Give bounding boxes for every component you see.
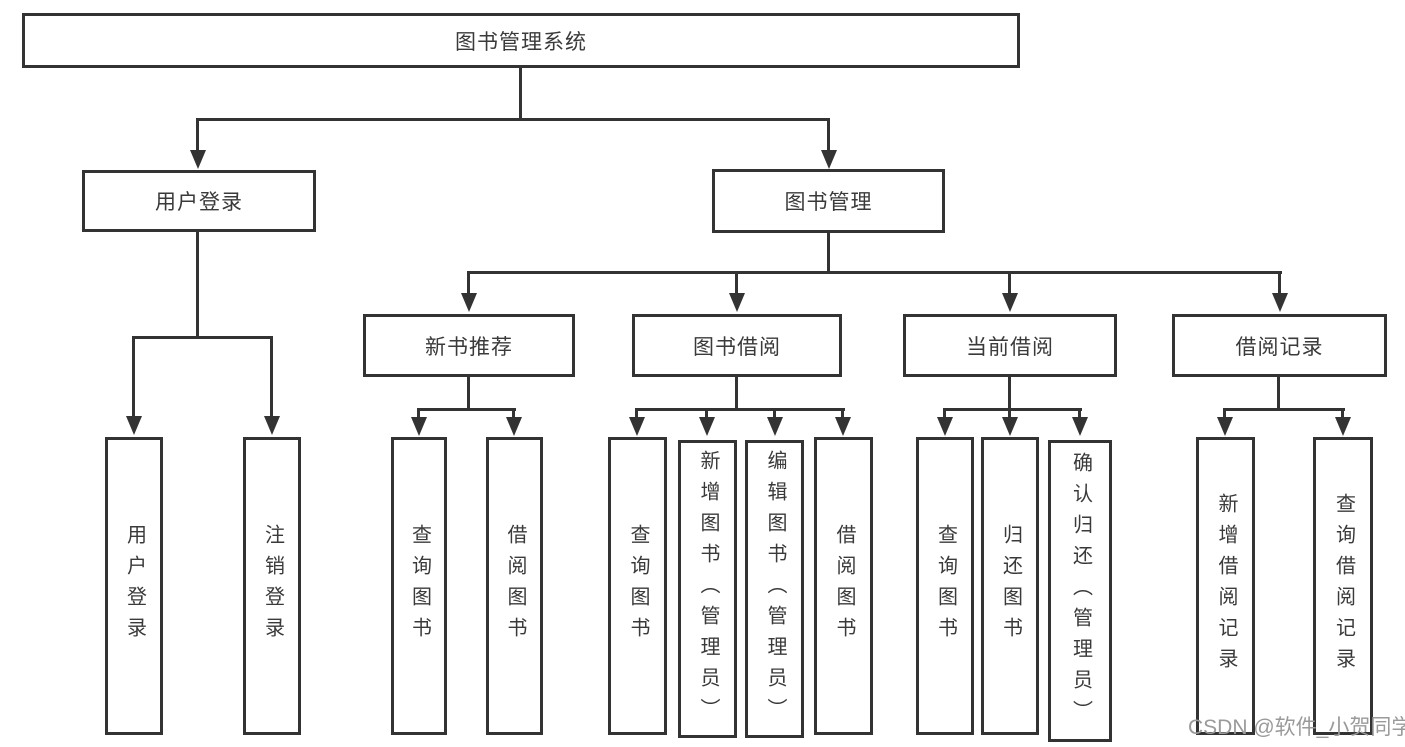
leaf-label: 查询图书: [627, 524, 649, 648]
leaf-label: 归还图书: [999, 524, 1022, 648]
connector-stem: [1223, 410, 1226, 421]
connector-vline: [519, 68, 522, 120]
connector-stem: [467, 273, 470, 297]
connector-stem: [705, 410, 708, 421]
arrowhead-down-icon: [937, 417, 953, 436]
arrowhead-down-icon: [461, 293, 477, 312]
connector-stem: [1278, 273, 1281, 297]
connector-vline: [827, 233, 830, 271]
csdn-watermark: CSDN @软件_小贺同学: [1188, 716, 1405, 739]
arrowhead-down-icon: [835, 417, 851, 436]
leaf-query-book-recommend: 查询图书: [391, 437, 447, 735]
arrowhead-down-icon: [629, 417, 645, 436]
leaf-borrow-book-recommend: 借阅图书: [486, 437, 543, 735]
connector-stem: [132, 338, 135, 420]
connector-stem: [773, 410, 776, 421]
connector-stem: [735, 273, 738, 297]
connector-hline: [196, 118, 830, 121]
node-book-borrow: 图书借阅: [632, 314, 842, 377]
arrowhead-down-icon: [126, 416, 142, 435]
arrowhead-down-icon: [1272, 293, 1288, 312]
leaf-label: 新增图书（管理员）: [697, 449, 719, 729]
leaf-label: 查询图书: [408, 524, 431, 648]
leaf-label: 注销登录: [261, 524, 284, 648]
leaf-user-login: 用户登录: [105, 437, 163, 735]
connector-stem: [943, 410, 946, 421]
arrowhead-down-icon: [1002, 293, 1018, 312]
connector-stem: [635, 410, 638, 421]
connector-stem: [1341, 410, 1344, 421]
arrowhead-down-icon: [699, 417, 715, 436]
connector-stem: [270, 338, 273, 420]
leaf-logout-login: 注销登录: [243, 437, 301, 735]
connector-vline: [735, 377, 738, 408]
leaf-label: 查询借阅记录: [1332, 493, 1355, 679]
connector-hline: [417, 408, 516, 411]
connector-stem: [1008, 410, 1011, 421]
connector-hline: [635, 408, 845, 411]
arrowhead-down-icon: [190, 150, 206, 169]
leaf-query-borrow-record: 查询借阅记录: [1313, 437, 1373, 735]
arrowhead-down-icon: [1335, 417, 1351, 436]
connector-vline: [467, 377, 470, 408]
connector-stem: [841, 410, 844, 421]
leaf-label: 确认归还（管理员）: [1069, 451, 1092, 731]
leaf-add-book-admin: 新增图书（管理员）: [678, 440, 737, 738]
leaf-edit-book-admin: 编辑图书（管理员）: [745, 440, 804, 738]
leaf-label: 用户登录: [123, 524, 146, 648]
leaf-borrow-book: 借阅图书: [814, 437, 873, 735]
node-borrow-records: 借阅记录: [1172, 314, 1387, 377]
leaf-label: 查询图书: [934, 524, 957, 648]
leaf-query-book-current: 查询图书: [916, 437, 974, 735]
arrowhead-down-icon: [1217, 417, 1233, 436]
arrowhead-down-icon: [264, 416, 280, 435]
leaf-label: 编辑图书（管理员）: [764, 449, 786, 729]
connector-stem: [196, 120, 199, 152]
connector-hline: [467, 271, 1282, 274]
node-user-login: 用户登录: [82, 170, 316, 232]
node-book-management: 图书管理: [712, 169, 945, 233]
connector-stem: [827, 120, 830, 152]
leaf-return-book: 归还图书: [981, 437, 1039, 735]
arrowhead-down-icon: [1072, 417, 1088, 436]
arrowhead-down-icon: [821, 150, 837, 169]
connector-vline: [196, 232, 199, 336]
connector-stem: [1008, 273, 1011, 297]
connector-stem: [512, 410, 515, 421]
arrowhead-down-icon: [767, 417, 783, 436]
leaf-label: 借阅图书: [504, 524, 526, 648]
connector-hline: [943, 408, 1082, 411]
connector-hline: [132, 336, 273, 339]
connector-vline: [1277, 377, 1280, 408]
connector-vline: [1008, 377, 1011, 408]
connector-stem: [417, 410, 420, 421]
leaf-add-borrow-record: 新增借阅记录: [1196, 437, 1255, 735]
connector-stem: [1078, 410, 1081, 421]
node-new-book-recommend: 新书推荐: [363, 314, 575, 377]
connector-hline: [1223, 408, 1345, 411]
node-library-system: 图书管理系统: [22, 13, 1020, 68]
node-current-borrow: 当前借阅: [903, 314, 1117, 377]
leaf-label: 借阅图书: [833, 524, 855, 648]
arrowhead-down-icon: [729, 293, 745, 312]
arrowhead-down-icon: [411, 417, 427, 436]
arrowhead-down-icon: [1002, 417, 1018, 436]
leaf-confirm-return-admin: 确认归还（管理员）: [1048, 440, 1112, 742]
arrowhead-down-icon: [506, 417, 522, 436]
leaf-query-book-borrow: 查询图书: [608, 437, 667, 735]
leaf-label: 新增借阅记录: [1215, 493, 1237, 679]
